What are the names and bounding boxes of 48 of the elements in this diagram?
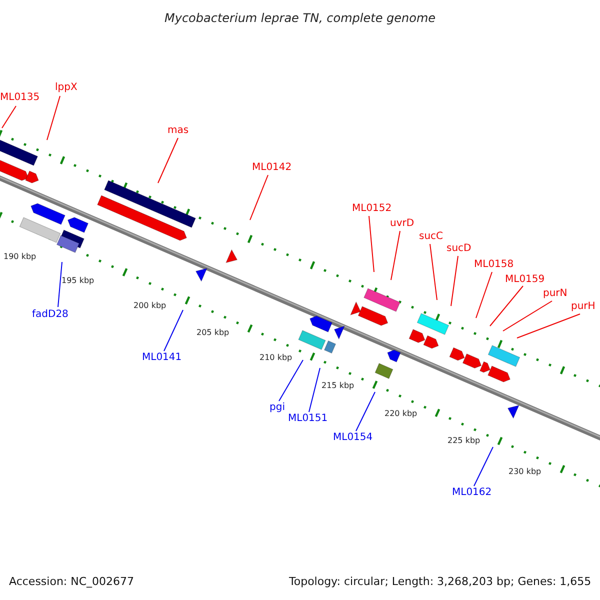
scale-label: 190 kbp <box>4 253 36 261</box>
map-title: Mycobacterium leprae TN, complete genome <box>164 12 436 24</box>
leader-line <box>2 106 16 128</box>
leader-line <box>516 314 580 338</box>
gene-label: pgi <box>270 403 285 413</box>
leader-line <box>430 244 438 300</box>
gene-label: ML0152 <box>352 204 392 214</box>
leader-line <box>368 216 374 272</box>
gene-label: purN <box>543 289 568 299</box>
gene-label: ML0159 <box>505 275 545 285</box>
scale-label: 220 kbp <box>384 410 418 418</box>
gene-label: ML0142 <box>252 163 292 173</box>
leader-line <box>450 256 458 306</box>
scale-label: 205 kbp <box>196 329 230 337</box>
gene-label: uvrD <box>390 219 414 229</box>
leader-line <box>46 96 60 140</box>
leader-line <box>356 392 376 432</box>
leader-line <box>476 272 492 318</box>
accession-text: Accession: NC_002677 <box>9 576 134 586</box>
scale-label: 210 kbp <box>260 354 292 362</box>
gene-label: lppX <box>55 83 78 93</box>
gene-label: ML0158 <box>474 260 514 270</box>
leader-line <box>390 230 400 280</box>
leader-line <box>308 368 320 412</box>
gene-label: ML0141 <box>142 353 182 363</box>
leader-line <box>490 286 524 326</box>
scale-label: 225 kbp <box>448 437 480 445</box>
leader-line <box>58 262 62 308</box>
gene-label: ML0135 <box>0 93 40 103</box>
leader-line <box>474 446 494 486</box>
genome-summary-text: Topology: circular; Length: 3,268,203 bp; Genes: 1,655 <box>289 576 592 586</box>
gene-label: fadD28 <box>32 310 68 320</box>
leader-line <box>158 138 178 184</box>
gene-label: ML0162 <box>452 488 492 498</box>
scale-label: 215 kbp <box>322 382 354 390</box>
leader-line <box>164 310 184 352</box>
gene-label: ML0151 <box>288 414 328 424</box>
leader-line <box>502 300 552 332</box>
gene-label: sucC <box>419 232 444 242</box>
scale-label: 195 kbp <box>62 277 94 285</box>
scale-label: 230 kbp <box>508 468 542 476</box>
scale-label: 200 kbp <box>134 302 166 310</box>
leader-line <box>278 360 304 402</box>
gene-label: ML0154 <box>333 433 373 443</box>
gene-label: purH <box>571 302 596 312</box>
gene-label: mas <box>168 126 189 136</box>
gene-label: sucD <box>446 244 472 254</box>
leader-line <box>250 174 268 220</box>
